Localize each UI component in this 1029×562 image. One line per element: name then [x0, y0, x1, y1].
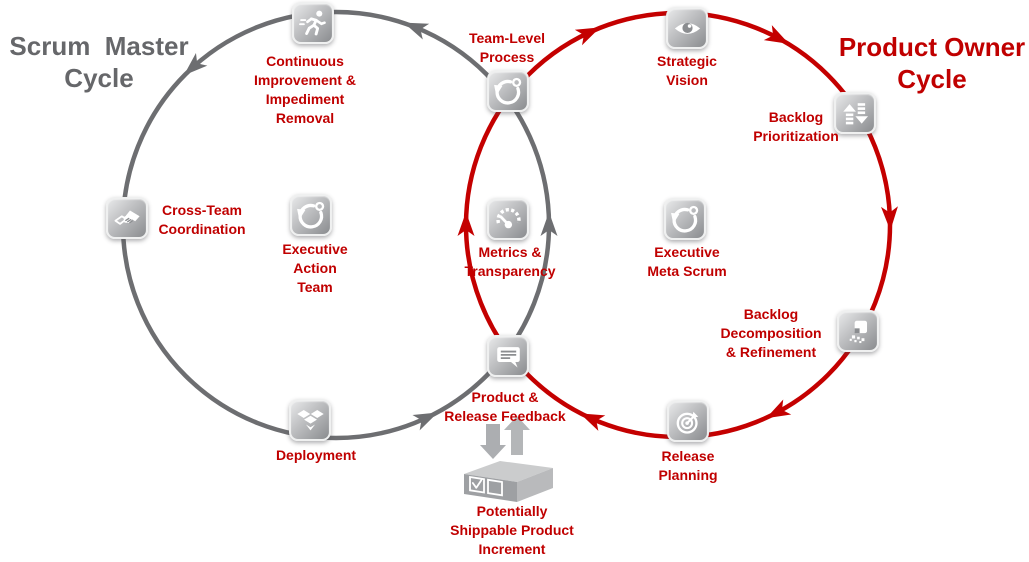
- down-block-arrow: [480, 424, 506, 459]
- metrics-transparency-label: Metrics &Transparency: [464, 244, 556, 279]
- scrum-master-cycle-flow-arrow: [540, 212, 558, 236]
- runner-icon: [292, 2, 334, 44]
- product-owner-cycle-flow-arrow: [574, 27, 601, 46]
- product-owner-cycle-flow-arrow: [763, 25, 790, 44]
- scrum-master-cycle-flow-arrow: [183, 53, 208, 76]
- scrum-master-cycle-flow-arrow: [412, 412, 438, 431]
- product-owner-cycle-flow-arrow: [880, 206, 898, 231]
- open-box-icon: [289, 399, 331, 441]
- product-owner-cycle-flow-arrow: [457, 212, 475, 236]
- breakdown-icon: [837, 310, 879, 352]
- product-owner-cycle-flow-arrow: [766, 399, 792, 419]
- eye-icon: [666, 7, 708, 49]
- scrum-master-cycle-title-line2: Cycle: [64, 63, 134, 93]
- product-owner-cycle-title-line1: Product Owner: [838, 32, 1026, 62]
- gauge-icon: [487, 198, 529, 240]
- deployment-label: Deployment: [275, 447, 357, 463]
- product-owner-cycle-flow-arrow: [579, 413, 606, 431]
- scrum-master-cycle-title: Scrum Master Cycle: [9, 30, 188, 94]
- sort-arrows-icon: [834, 92, 876, 134]
- scrum-loop-icon: [664, 198, 706, 240]
- scrum-master-cycle-title-line1: Scrum Master: [9, 31, 189, 61]
- shipping-box-icon: [464, 461, 553, 502]
- product-owner-cycle-title: Product Owner Cycle: [839, 31, 1025, 95]
- target-icon: [667, 400, 709, 442]
- speech-bubble-icon: [487, 335, 529, 377]
- handshake-icon: [106, 197, 148, 239]
- up-block-arrow: [504, 416, 530, 455]
- scrum-master-cycle-flow-arrow: [403, 22, 430, 40]
- scrum-loop-icon: [487, 70, 529, 112]
- product-owner-cycle-title-line2: Cycle: [897, 64, 967, 94]
- scrum-loop-icon: [290, 194, 332, 236]
- product-release-feedback-label: Product &Release Feedback: [444, 389, 566, 424]
